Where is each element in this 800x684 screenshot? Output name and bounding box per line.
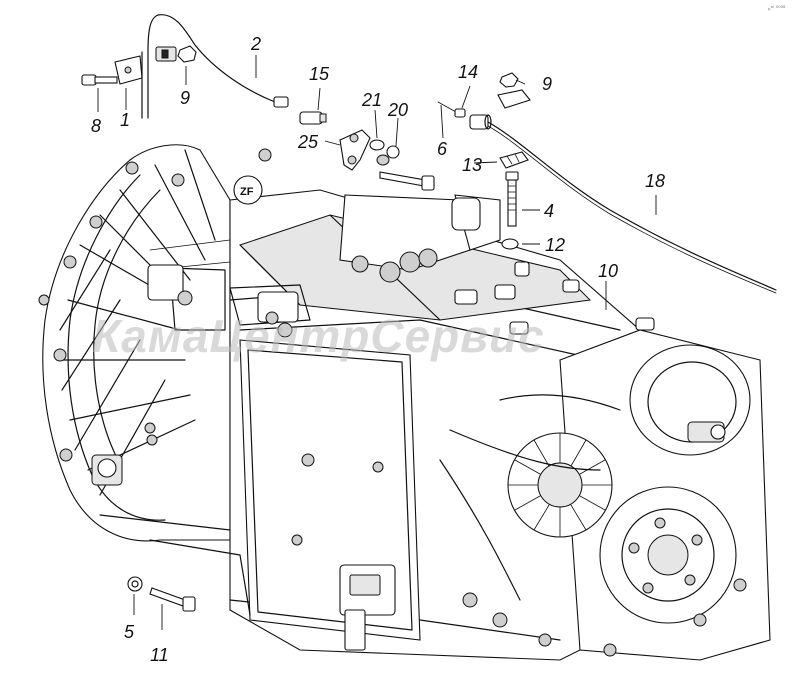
fitting-15	[299, 111, 327, 125]
bushing-20	[386, 145, 400, 159]
clamp-13	[499, 151, 529, 169]
long-bolt	[379, 171, 435, 191]
bolt-8	[81, 74, 118, 86]
cable-end-6-14	[437, 101, 492, 130]
rim-bolts	[38, 148, 272, 462]
leader-lines	[97, 55, 657, 630]
callout-labels: 8 1 9 2 15 25 21 20 6 14 13 9 4 12 18 10…	[91, 34, 665, 665]
callout-10: 10	[598, 261, 618, 281]
callout-15: 15	[309, 64, 330, 84]
washer-21	[369, 139, 390, 166]
callout-5: 5	[124, 622, 135, 642]
stud-4	[505, 171, 519, 227]
exploded-parts	[81, 14, 777, 294]
flange-studs	[628, 517, 703, 594]
callout-20: 20	[387, 100, 408, 120]
callout-21: 21	[361, 90, 382, 110]
callout-9-right: 9	[542, 74, 552, 94]
callout-2: 2	[250, 34, 261, 54]
washer-12	[501, 238, 519, 250]
bolt-11	[149, 587, 196, 612]
nut-9-right	[497, 72, 531, 109]
callout-4: 4	[544, 201, 554, 221]
callout-25: 25	[297, 132, 319, 152]
lower-fasteners	[127, 576, 196, 612]
corner-note: ₚᵃˡ ⁰⁰⁰⁸	[768, 5, 786, 12]
gearbox-assembly: ZF	[38, 144, 771, 661]
lever-25	[339, 129, 371, 171]
transmission-case	[229, 189, 655, 661]
callout-13: 13	[462, 155, 482, 175]
zf-badge: ZF	[233, 175, 263, 205]
callout-11: 11	[150, 645, 169, 665]
callout-8: 8	[91, 116, 101, 136]
cable-clip	[155, 46, 177, 62]
watermark: КамаЦентрСервис	[92, 310, 545, 362]
zf-badge-text: ZF	[240, 186, 254, 198]
callout-18: 18	[645, 171, 665, 191]
bracket-1	[114, 55, 143, 85]
callout-12: 12	[545, 235, 565, 255]
callout-6: 6	[437, 139, 448, 159]
nut-9-left	[177, 45, 197, 63]
cover-bosses	[454, 261, 655, 335]
callout-14: 14	[458, 62, 478, 82]
shift-module	[147, 194, 501, 338]
washer-5	[127, 576, 143, 592]
callout-9-left: 9	[180, 88, 190, 108]
callout-1: 1	[120, 110, 130, 130]
clutch-bell-housing	[38, 144, 272, 542]
rear-output-housing	[439, 329, 771, 661]
